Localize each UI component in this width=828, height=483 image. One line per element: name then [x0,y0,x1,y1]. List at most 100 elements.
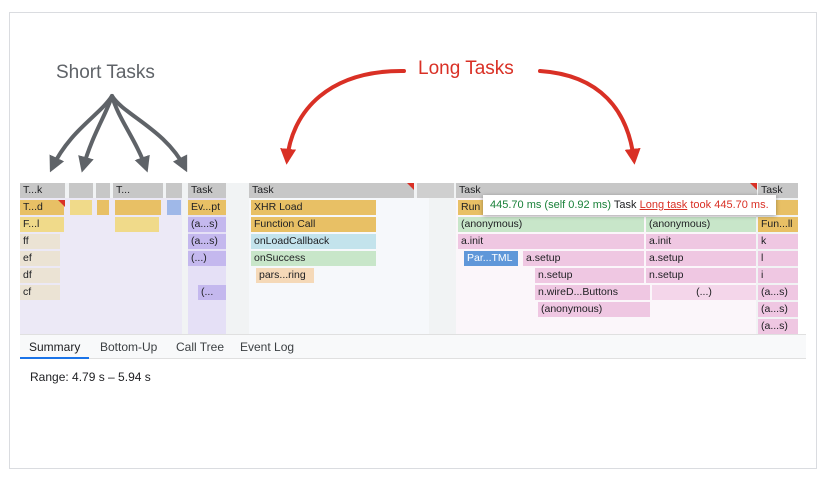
event-label: T...d [23,201,43,213]
a-setup-bar[interactable]: a.setup [646,251,756,266]
event-bar[interactable] [97,200,109,215]
long-task-warning-1 [407,183,414,190]
event-bar[interactable]: (a...s) [758,285,798,300]
task-bar[interactable]: Task [188,183,226,198]
tab-event-log[interactable]: Event Log [240,340,295,354]
event-bar[interactable]: (... [198,285,226,300]
event-label: (a...s) [761,303,788,315]
anonymous-bar[interactable]: (anonymous) [538,302,650,317]
event-label: l [761,252,764,264]
task-bar[interactable] [166,183,182,198]
pars-ring-bar[interactable]: pars...ring [256,268,314,283]
event-bar[interactable] [70,200,92,215]
long-task-bar-2[interactable]: Task [456,183,757,198]
event-bar[interactable]: (a...s) [758,302,798,317]
task-label: Task [191,184,213,196]
event-label: i [761,269,764,281]
task-bar[interactable] [417,183,454,198]
pars-ring-label: pars...ring [259,269,306,281]
event-label: (a...s) [761,286,788,298]
task-label: T...k [23,184,43,196]
task-label: Task [459,184,481,196]
long-task-bar-1[interactable]: Task [249,183,414,198]
tab-summary[interactable]: Summary [20,335,90,359]
event-bar[interactable]: l [758,251,798,266]
event-bar[interactable]: (...) [188,251,226,266]
task-bar[interactable]: T... [113,183,163,198]
task-bar[interactable]: T...k [20,183,65,198]
task-label: Task [252,184,274,196]
onload-callback-bar[interactable]: onLoadCallback [251,234,376,249]
xhr-load-label: XHR Load [254,201,303,213]
a-setup-label: a.setup [526,252,561,264]
anonymous-label: (anonymous) [649,218,711,230]
tooltip-duration: 445.70 ms (self 0.92 ms) [490,199,612,211]
event-label: (a...s) [761,320,788,332]
event-bar[interactable]: (a...s) [188,217,226,232]
a-init-bar[interactable]: a.init [458,234,644,249]
event-label: (...) [696,286,712,298]
par-tml-bar[interactable]: Par...TML [464,251,518,266]
xhr-load-bar[interactable]: XHR Load [251,200,376,215]
fun-ll-bar[interactable]: Fun...ll [758,217,798,232]
run-label: Run [461,201,481,213]
event-label: cf [23,286,32,298]
event-bar[interactable]: T...d [20,200,64,215]
a-init-bar[interactable]: a.init [646,234,756,249]
task-label: Task [761,184,783,196]
event-label: ef [23,252,32,264]
n-setup-label: n.setup [649,269,684,281]
a-init-label: a.init [649,235,672,247]
n-setup-bar[interactable]: n.setup [535,268,644,283]
event-bar[interactable]: (a...s) [758,319,798,334]
event-bar[interactable]: Ev...pt [188,200,226,215]
event-bar[interactable]: F...l [20,217,64,232]
event-bar[interactable]: ff [20,234,60,249]
event-bar[interactable]: ef [20,251,60,266]
event-bar[interactable] [115,200,161,215]
n-setup-bar[interactable]: n.setup [646,268,756,283]
tooltip-task-name: Task [613,199,637,211]
event-label: (... [201,286,214,298]
function-call-label: Function Call [254,218,316,230]
event-label: ff [23,235,29,247]
long-tasks-annotation: Long Tasks [418,58,514,79]
tab-bottom-up[interactable]: Bottom-Up [100,340,158,354]
event-bar[interactable] [167,200,181,215]
event-bar[interactable]: cf [20,285,60,300]
long-task-warning-2 [750,183,757,190]
event-label: F...l [23,218,40,230]
long-task-link[interactable]: Long task [639,199,688,211]
event-label: Ev...pt [191,201,220,213]
run-bar[interactable]: Run [458,200,488,215]
event-label: (...) [191,252,207,264]
event-bar[interactable]: k [758,234,798,249]
short-tasks-annotation: Short Tasks [56,62,155,83]
event-bar[interactable]: (a...s) [188,234,226,249]
details-tab-bar: Summary Bottom-Up Call Tree Event Log [20,334,806,359]
event-bar[interactable] [115,217,159,232]
function-call-bar[interactable]: Function Call [251,217,376,232]
long-task-bar-3[interactable]: Task [758,183,798,198]
anonymous-label: (anonymous) [461,218,523,230]
event-bar[interactable]: df [20,268,60,283]
event-label: (a...s) [191,235,218,247]
event-label: df [23,269,32,281]
tab-call-tree[interactable]: Call Tree [176,340,225,354]
anonymous-bar[interactable]: (anonymous) [458,217,644,232]
a-setup-label: a.setup [649,252,684,264]
task-bar[interactable] [69,183,93,198]
n-wire-buttons-bar[interactable]: n.wireD...Buttons [535,285,650,300]
anonymous-label: (anonymous) [541,303,603,315]
n-setup-label: n.setup [538,269,573,281]
event-label: k [761,235,767,247]
task-bar[interactable] [96,183,110,198]
anonymous-bar[interactable]: (anonymous) [646,217,756,232]
task-label: T... [116,184,131,196]
event-label: (a...s) [191,218,218,230]
event-bar[interactable]: (...) [652,285,756,300]
summary-range: Range: 4.79 s – 5.94 s [30,370,151,384]
event-bar[interactable]: i [758,268,798,283]
a-setup-bar[interactable]: a.setup [523,251,644,266]
on-success-bar[interactable]: onSuccess [251,251,376,266]
